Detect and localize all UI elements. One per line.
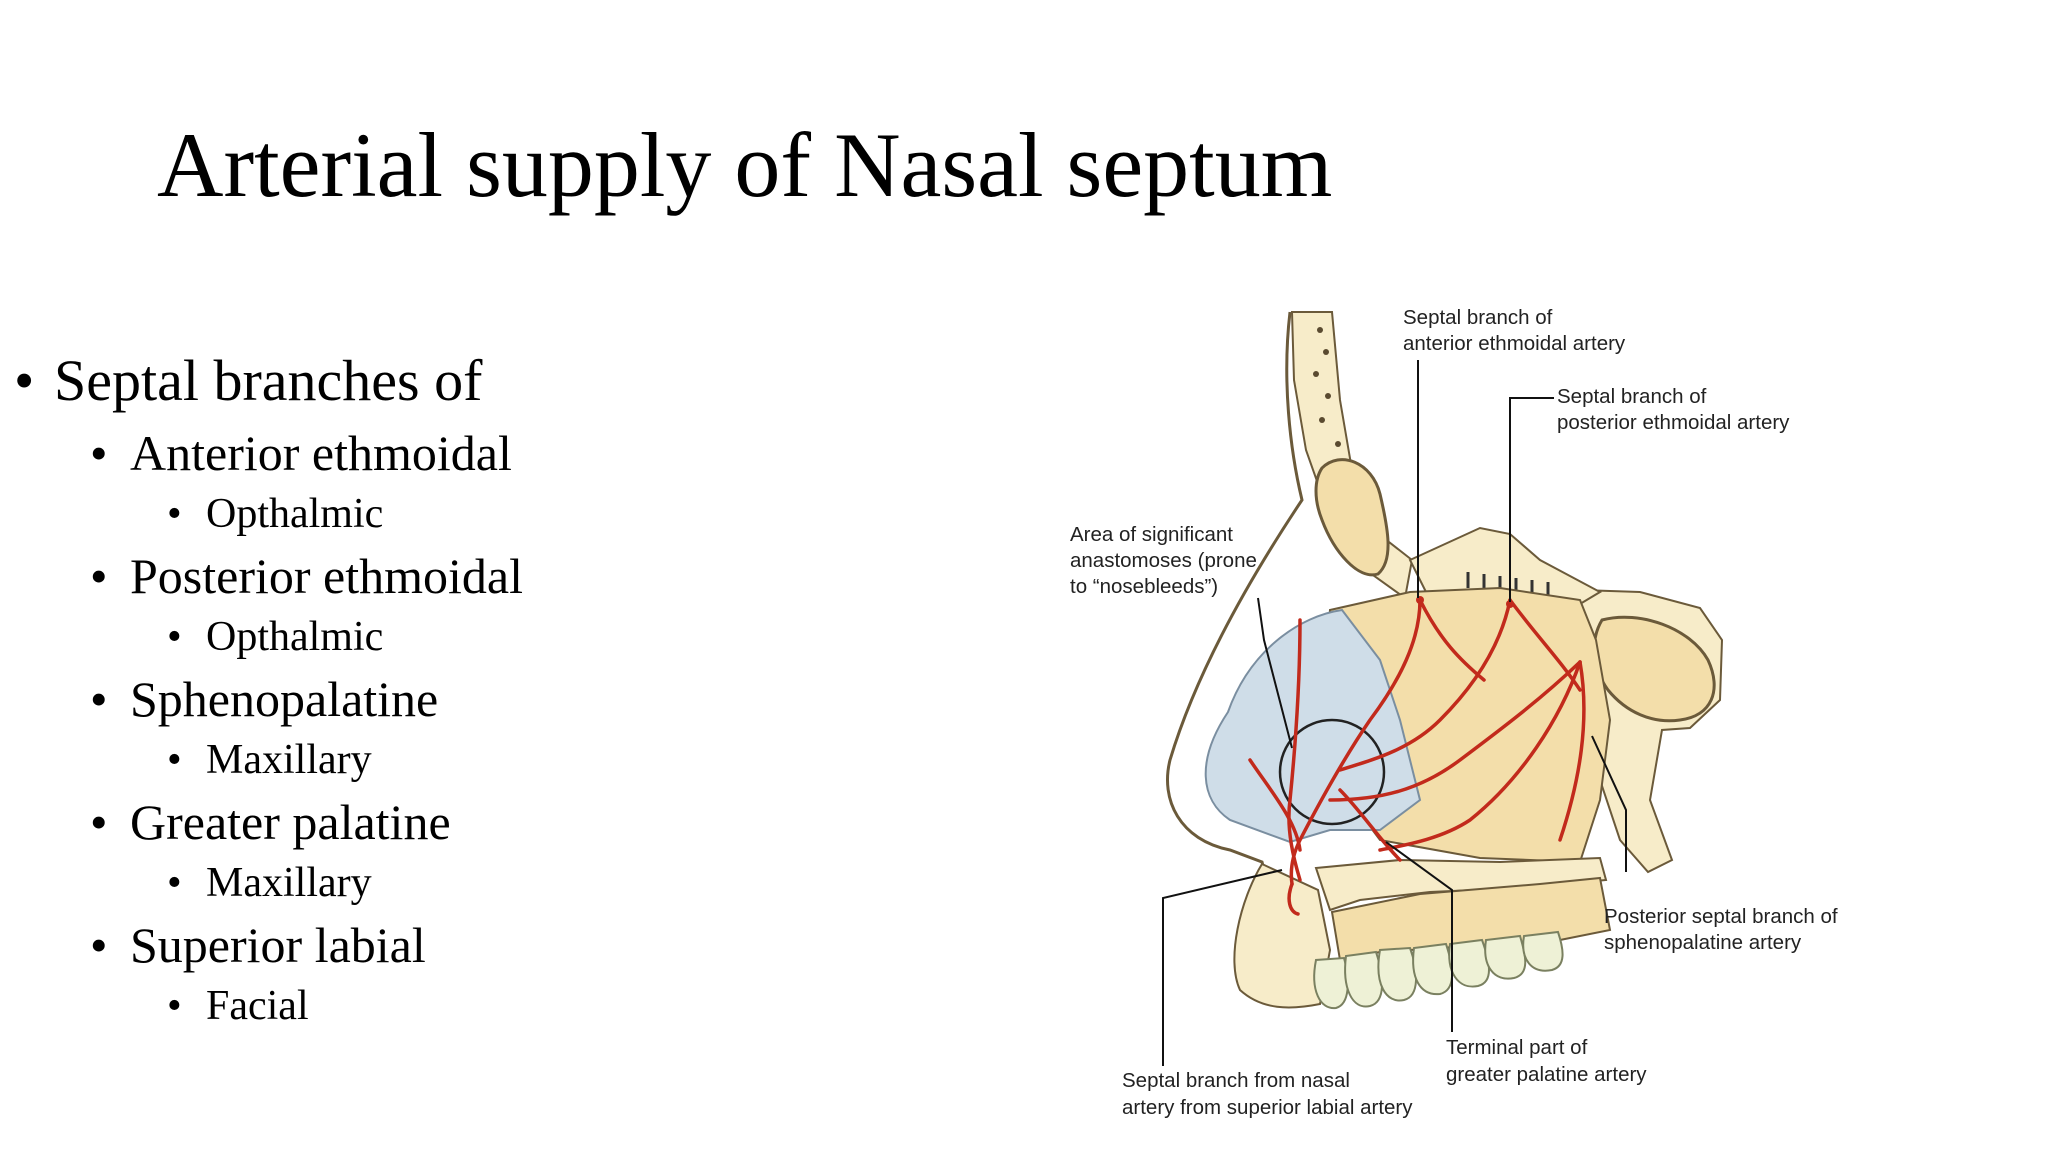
bullet-opthalmic-2: • Opthalmic (167, 612, 383, 662)
bullet-greater-palatine: • Greater palatine (90, 792, 451, 852)
label-anastomoses: Area of significant anastomoses (prone t… (1070, 523, 1263, 598)
bullet-dot: • (90, 671, 108, 727)
bullet-text: Greater palatine (130, 794, 451, 850)
upper-teeth (1313, 930, 1564, 1010)
bullet-anterior-ethmoidal: • Anterior ethmoidal (90, 423, 512, 483)
bullet-text: Superior labial (130, 917, 426, 973)
bullet-dot: • (90, 917, 108, 973)
bullet-text: Maxillary (206, 737, 372, 783)
frontal-sinus (1314, 458, 1390, 577)
nasal-bone (1290, 311, 1414, 600)
label-anterior-ethmoidal: Septal branch of anterior ethmoidal arte… (1403, 306, 1626, 355)
bullet-dot: • (167, 737, 182, 783)
bullet-sphenopalatine: • Sphenopalatine (90, 669, 438, 729)
bullet-posterior-ethmoidal: • Posterior ethmoidal (90, 546, 523, 606)
bullet-maxillary-1: • Maxillary (167, 735, 372, 785)
bullet-text: Facial (206, 983, 309, 1029)
bullet-text: Sphenopalatine (130, 671, 439, 727)
bullet-text: Anterior ethmoidal (130, 425, 512, 481)
bullet-text: Septal branches of (54, 348, 483, 413)
bullet-dot: • (14, 348, 35, 413)
posterior-ethmoidal-foramen (1506, 600, 1514, 608)
label-posterior-ethmoidal: Septal branch of posterior ethmoidal art… (1557, 385, 1790, 434)
bullet-text: Maxillary (206, 860, 372, 906)
slide-title: Arterial supply of Nasal septum (157, 114, 1333, 216)
label-greater-palatine: Terminal part of greater palatine artery (1446, 1036, 1647, 1086)
septal-cartilage (1204, 608, 1422, 844)
anastomoses-circle (1278, 718, 1386, 826)
septal-arteries (1248, 598, 1586, 916)
bullet-dot: • (90, 425, 108, 481)
bullet-septal-branches: • Septal branches of (14, 346, 482, 416)
leader-lines (1162, 360, 1627, 1066)
label-posterior-septal: Posterior septal branch of sphenopalatin… (1604, 905, 1843, 954)
bullet-text: Opthalmic (206, 614, 384, 660)
nasal-septum-illustration: Septal branch of anterior ethmoidal arte… (1070, 306, 1843, 1119)
bullet-dot: • (167, 491, 182, 537)
bullet-dot: • (167, 860, 182, 906)
bullet-dot: • (90, 548, 108, 604)
bullet-maxillary-2: • Maxillary (167, 858, 372, 908)
bullet-facial: • Facial (167, 981, 309, 1031)
bullet-dot: • (167, 983, 182, 1029)
bullet-opthalmic-1: • Opthalmic (167, 489, 383, 539)
bullet-text: Opthalmic (206, 491, 384, 537)
bullet-superior-labial: • Superior labial (90, 915, 426, 975)
bullet-dot: • (167, 614, 182, 660)
bullet-dot: • (90, 794, 108, 850)
upper-lip (1233, 862, 1332, 1009)
bullet-text: Posterior ethmoidal (130, 548, 523, 604)
label-superior-labial: Septal branch from nasal artery from sup… (1122, 1069, 1413, 1119)
